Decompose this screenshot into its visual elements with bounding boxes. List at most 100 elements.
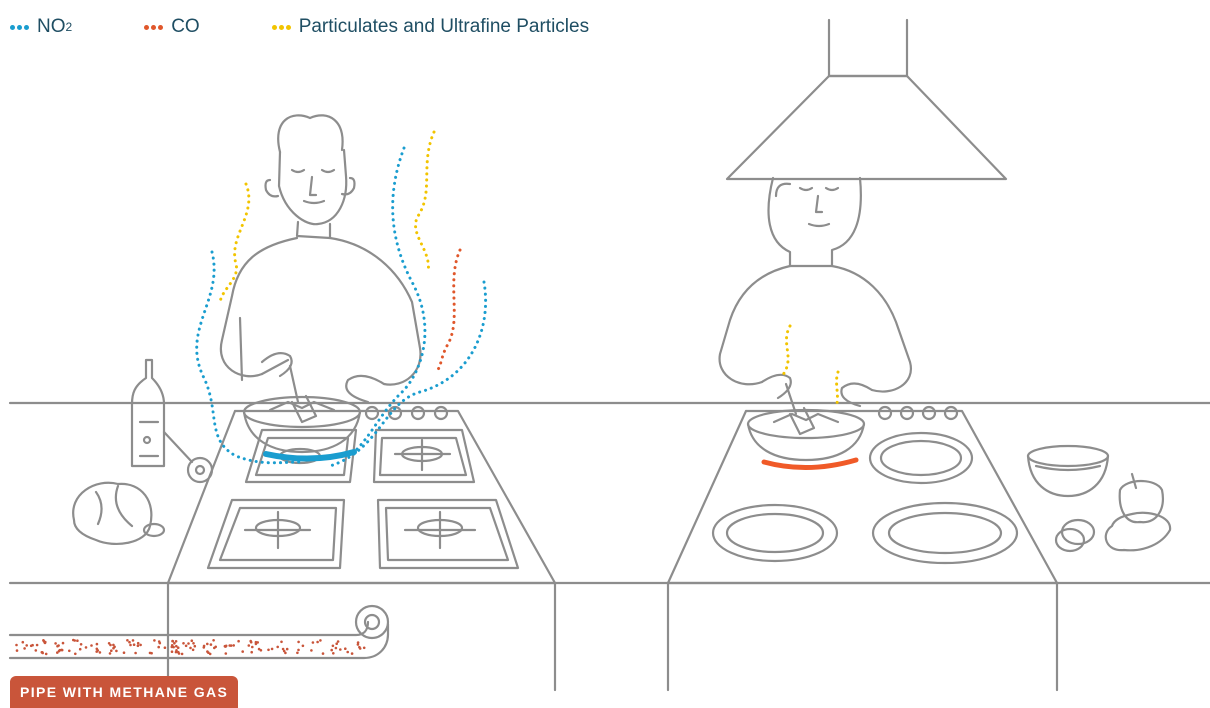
methane-gas-dot: [187, 642, 190, 645]
methane-gas-dot: [177, 646, 180, 649]
methane-gas-dot: [210, 643, 213, 646]
methane-gas-dot: [96, 643, 99, 646]
methane-gas-dot: [194, 645, 197, 648]
bowl: [1028, 446, 1108, 496]
methane-gas-dot: [312, 641, 315, 644]
vegetables: [1056, 474, 1170, 551]
methane-gas-dot: [322, 652, 325, 655]
methane-gas-dot: [319, 639, 322, 642]
methane-gas-dot: [45, 653, 48, 656]
methane-gas-dot: [137, 642, 140, 645]
methane-gas-dot: [54, 642, 57, 645]
legend-dots-icon: [272, 25, 293, 30]
methane-gas-dot: [297, 641, 300, 644]
methane-gas-dot: [332, 652, 335, 655]
cabbage: [73, 483, 164, 544]
methane-gas-dot: [276, 646, 279, 649]
methane-gas-dot: [228, 644, 231, 647]
methane-gas-dot: [128, 641, 131, 644]
methane-gas-dot: [337, 640, 340, 643]
legend-label: Particulates and Ultrafine Particles: [299, 16, 589, 38]
methane-gas-dot: [80, 643, 83, 646]
methane-gas-dot: [74, 653, 77, 656]
methane-gas-dot: [99, 651, 102, 654]
methane-gas-dot: [185, 645, 188, 648]
methane-gas-dot: [56, 651, 59, 654]
methane-gas-dot: [346, 651, 349, 654]
woman-figure: [720, 178, 911, 406]
methane-gas-dot: [335, 642, 338, 645]
methane-gas-dot: [149, 652, 152, 655]
methane-gas-dot: [115, 650, 118, 653]
legend-dots-icon: [10, 25, 31, 30]
methane-gas-dot: [297, 649, 300, 652]
methane-gas-dot: [256, 641, 259, 644]
methane-gas-dot: [25, 644, 28, 647]
legend-item-co: CO: [144, 16, 200, 38]
methane-gas-dot: [35, 649, 38, 652]
methane-gas-dot: [57, 644, 60, 647]
methane-gas-dot: [123, 651, 126, 654]
methane-gas-dot: [171, 650, 174, 653]
methane-gas-dot: [110, 649, 113, 652]
methane-gas-dot: [175, 640, 178, 643]
methane-gas-dot: [153, 639, 156, 642]
methane-gas-dot: [173, 642, 176, 645]
methane-gas-dot: [22, 641, 25, 644]
legend-label: CO: [171, 16, 200, 38]
methane-gas-dot: [248, 644, 251, 647]
methane-gas-dot: [15, 644, 18, 647]
particulate-trail-right-1: [782, 326, 790, 376]
methane-gas-dot: [286, 648, 289, 651]
methane-gas-dot: [192, 649, 195, 652]
legend-item-particulates: Particulates and Ultrafine Particles: [272, 16, 589, 38]
methane-gas-dot: [60, 649, 63, 652]
methane-gas-dot: [79, 648, 82, 651]
methane-gas-dot: [335, 647, 338, 650]
methane-gas-dot: [203, 646, 206, 649]
methane-gas-dot: [126, 639, 129, 642]
particulate-trail-center: [416, 132, 434, 272]
pipe-label: PIPE WITH METHANE GAS: [10, 676, 238, 708]
methane-gas-dots: [15, 639, 365, 656]
methane-gas-dot: [62, 642, 65, 645]
man-figure: [221, 115, 421, 402]
methane-gas-dot: [172, 640, 175, 643]
methane-gas-dot: [330, 649, 333, 652]
gas-flame: [266, 452, 354, 459]
legend-subscript: 2: [66, 20, 73, 34]
methane-gas-dot: [250, 641, 253, 644]
legend-label: NO: [37, 16, 66, 38]
methane-gas-dot: [182, 642, 185, 645]
methane-gas-dot: [132, 639, 135, 642]
methane-gas-dot: [250, 651, 253, 654]
methane-gas-dot: [189, 647, 192, 650]
methane-gas-dot: [284, 652, 287, 655]
methane-gas-dot: [171, 644, 174, 647]
methane-gas-dot: [225, 652, 228, 655]
methane-gas-dot: [159, 642, 162, 645]
methane-gas-dot: [296, 652, 299, 655]
methane-gas-dot: [76, 639, 79, 642]
methane-gas-dot: [23, 647, 26, 650]
methane-gas-dot: [310, 649, 313, 652]
methane-gas-dot: [209, 653, 212, 656]
methane-gas-dot: [157, 646, 160, 649]
methane-gas-dot: [359, 647, 362, 650]
methane-gas-dot: [112, 647, 115, 650]
methane-gas-dot: [109, 652, 112, 655]
methane-gas-dot: [16, 649, 19, 652]
methane-gas-dot: [41, 651, 44, 654]
methane-gas-dot: [267, 649, 270, 652]
methane-gas-dot: [137, 645, 140, 648]
methane-gas-dot: [72, 639, 75, 642]
no2-emission-trail-left: [197, 252, 300, 463]
methane-gas-dot: [175, 651, 178, 654]
methane-gas-dot: [178, 652, 181, 655]
measuring-spoon: [164, 432, 212, 482]
methane-gas-dot: [260, 649, 263, 652]
methane-gas-dot: [90, 644, 93, 647]
